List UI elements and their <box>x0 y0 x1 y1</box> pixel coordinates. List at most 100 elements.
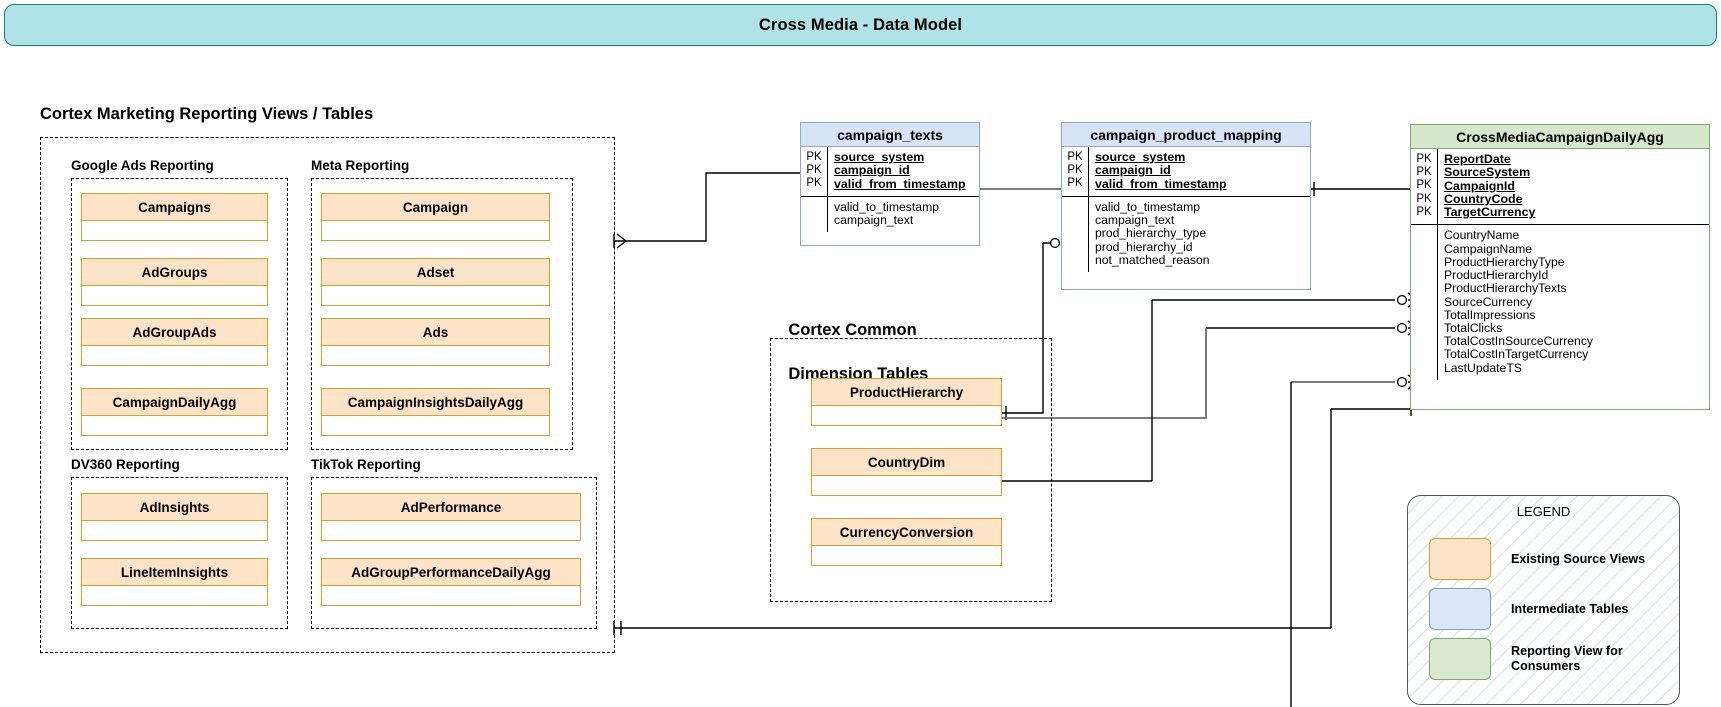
legend-row-reporting-view: Reporting View for Consumers <box>1429 638 1623 680</box>
entity-campaign-texts-keys: source_system campaign_id valid_from_tim… <box>828 147 979 196</box>
key-field: campaign_id <box>1095 163 1171 178</box>
page-title-banner: Cross Media - Data Model <box>4 4 1717 46</box>
legend-panel: LEGEND Existing Source Views Intermediat… <box>1407 495 1680 705</box>
source-view-campaigndailyagg-label: CampaignDailyAgg <box>82 389 267 416</box>
source-view-campaigndailyagg[interactable]: CampaignDailyAgg <box>81 388 268 436</box>
source-view-adinsights[interactable]: AdInsights <box>81 493 268 541</box>
dim-table-countrydim[interactable]: CountryDim <box>811 448 1002 496</box>
field: TotalClicks <box>1444 320 1503 335</box>
field: TotalCostInTargetCurrency <box>1444 347 1589 362</box>
field: CampaignName <box>1444 241 1533 256</box>
field: valid_to_timestamp <box>1095 199 1200 214</box>
pk-marker: PK <box>1416 179 1432 192</box>
field: campaign_text <box>834 213 914 228</box>
legend-row-intermediate-tables: Intermediate Tables <box>1429 588 1628 630</box>
key-field: valid_from_timestamp <box>834 176 966 191</box>
field: not_matched_reason <box>1095 252 1210 267</box>
legend-label-intermediate-tables: Intermediate Tables <box>1511 601 1629 616</box>
dim-table-currencyconversion-label: CurrencyConversion <box>812 519 1001 546</box>
source-view-campaigns[interactable]: Campaigns <box>81 193 268 241</box>
source-view-campaigns-label: Campaigns <box>82 194 267 221</box>
field: valid_to_timestamp <box>834 199 939 214</box>
legend-label-reporting-view: Reporting View for Consumers <box>1511 644 1623 673</box>
field: campaign_text <box>1095 213 1175 228</box>
source-view-adgroups[interactable]: AdGroups <box>81 258 268 306</box>
key-field: source_system <box>834 150 925 164</box>
source-view-adgroupperformancedailyagg[interactable]: AdGroupPerformanceDailyAgg <box>321 558 581 606</box>
field: TotalCostInSourceCurrency <box>1444 334 1594 349</box>
key-field: SourceSystem <box>1444 165 1531 180</box>
dim-table-producthierarchy-label: ProductHierarchy <box>812 379 1001 406</box>
entity-campaign-product-mapping-title: campaign_product_mapping <box>1062 123 1310 147</box>
entity-campaign-product-mapping-keys: source_system campaign_id valid_from_tim… <box>1089 147 1310 196</box>
group-box-tiktok <box>311 477 597 629</box>
entity-crossmedia-keys: ReportDate SourceSystem CampaignId Count… <box>1438 149 1709 224</box>
entity-crossmediacampaigndailyagg-title: CrossMediaCampaignDailyAgg <box>1411 125 1709 149</box>
group-title-tiktok: TikTok Reporting <box>311 457 421 472</box>
entity-campaign-texts[interactable]: campaign_texts PK PK PK source_system ca… <box>800 122 980 246</box>
key-field: TargetCurrency <box>1444 205 1536 220</box>
pk-marker: PK <box>1416 205 1432 218</box>
field: TotalImpressions <box>1444 307 1536 322</box>
pk-marker: PK <box>1416 153 1432 165</box>
group-title-google-ads: Google Ads Reporting <box>71 158 214 173</box>
entity-crossmedia-nonkey-markers <box>1411 225 1438 380</box>
legend-row-source-views: Existing Source Views <box>1429 538 1645 580</box>
source-view-ads[interactable]: Ads <box>321 318 550 366</box>
entity-campaign-texts-nonkey-markers <box>801 196 828 233</box>
source-view-adperformance[interactable]: AdPerformance <box>321 493 581 541</box>
pk-marker: PK <box>806 177 822 190</box>
common-dim-title-line1: Cortex Common <box>788 321 917 339</box>
source-view-adperformance-label: AdPerformance <box>322 494 580 521</box>
source-view-adinsights-label: AdInsights <box>82 494 267 521</box>
legend-label-source-views: Existing Source Views <box>1511 551 1646 566</box>
entity-campaign-texts-title: campaign_texts <box>801 123 979 147</box>
group-box-google-ads <box>71 178 288 450</box>
dim-table-currencyconversion[interactable]: CurrencyConversion <box>811 518 1002 566</box>
entity-crossmedia-fields: CountryName CampaignName ProductHierarch… <box>1438 225 1709 379</box>
pk-marker: PK <box>806 164 822 177</box>
key-field: CampaignId <box>1444 178 1515 193</box>
source-view-ads-label: Ads <box>322 319 549 346</box>
source-view-adgroupperformancedailyagg-label: AdGroupPerformanceDailyAgg <box>322 559 580 586</box>
field: CountryName <box>1444 228 1520 243</box>
entity-crossmediacampaigndailyagg[interactable]: CrossMediaCampaignDailyAgg PK PK PK PK P… <box>1410 124 1710 410</box>
entity-campaign-product-mapping-fields: valid_to_timestamp campaign_text prod_hi… <box>1089 197 1310 272</box>
source-view-adgroupads[interactable]: AdGroupAds <box>81 318 268 366</box>
entity-campaign-product-mapping-pk-markers: PK PK PK <box>1062 147 1089 196</box>
source-view-adset-label: Adset <box>322 259 549 286</box>
group-box-dv360 <box>71 477 288 629</box>
entity-crossmedia-pk-markers: PK PK PK PK PK <box>1411 149 1438 225</box>
source-view-adgroupads-label: AdGroupAds <box>82 319 267 346</box>
field: prod_hierarchy_type <box>1095 226 1207 241</box>
legend-title: LEGEND <box>1516 504 1571 519</box>
entity-campaign-product-mapping-nonkey-markers <box>1062 196 1089 272</box>
source-view-adset[interactable]: Adset <box>321 258 550 306</box>
key-field: ReportDate <box>1444 152 1511 166</box>
source-view-campaign[interactable]: Campaign <box>321 193 550 241</box>
pk-marker: PK <box>806 151 822 163</box>
dim-table-producthierarchy[interactable]: ProductHierarchy <box>811 378 1002 426</box>
legend-swatch-blue <box>1429 588 1491 630</box>
source-view-campaigninsightsdailyagg[interactable]: CampaignInsightsDailyAgg <box>321 388 550 436</box>
entity-campaign-product-mapping[interactable]: campaign_product_mapping PK PK PK source… <box>1061 122 1311 290</box>
legend-swatch-green <box>1429 638 1491 680</box>
field: prod_hierarchy_id <box>1095 239 1193 254</box>
source-view-campaigninsightsdailyagg-label: CampaignInsightsDailyAgg <box>322 389 549 416</box>
entity-campaign-texts-fields: valid_to_timestamp campaign_text <box>828 197 979 232</box>
pk-marker: PK <box>1067 164 1083 177</box>
key-field: valid_from_timestamp <box>1095 176 1227 191</box>
reporting-section-title: Cortex Marketing Reporting Views / Table… <box>40 105 374 123</box>
group-title-dv360: DV360 Reporting <box>71 457 180 472</box>
source-view-lineiteminsights[interactable]: LineItemInsights <box>81 558 268 606</box>
pk-marker: PK <box>1416 166 1432 179</box>
entity-campaign-texts-pk-markers: PK PK PK <box>801 147 828 196</box>
field: SourceCurrency <box>1444 294 1533 309</box>
legend-swatch-orange <box>1429 538 1491 580</box>
reporting-container <box>40 137 615 653</box>
key-field: campaign_id <box>834 163 910 178</box>
dim-table-countrydim-label: CountryDim <box>812 449 1001 476</box>
key-field: source_system <box>1095 150 1186 164</box>
field: ProductHierarchyTexts <box>1444 281 1567 296</box>
